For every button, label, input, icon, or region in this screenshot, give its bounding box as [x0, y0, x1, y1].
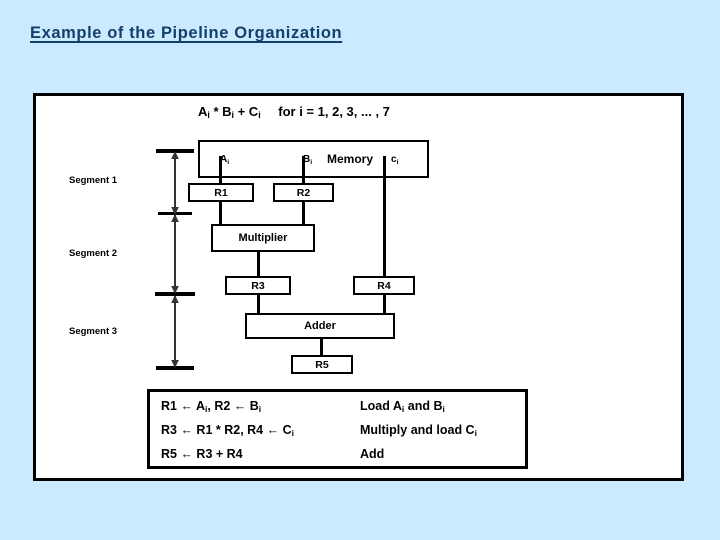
- operation-description-2: Multiply and load Ci: [360, 423, 477, 439]
- wire-memory-c-to-r4: [383, 156, 386, 277]
- wire-memory-b-to-r2: [302, 156, 305, 190]
- operation-transfer-1: R1 ← Ai, R2 ← Bi: [161, 399, 262, 415]
- formula-op-mul: * B: [209, 104, 232, 119]
- formula-expression: Ai * Bi + Ci for i = 1, 2, 3, ... , 7: [198, 104, 390, 121]
- wire-adder-to-r5: [320, 337, 323, 358]
- formula-sub-c: i: [258, 110, 261, 121]
- segment-2-arrowheads: [171, 214, 179, 294]
- formula-term-a: A: [198, 104, 208, 119]
- operations-box: R1 ← Ai, R2 ← Bi Load Ai and Bi R3 ← R1 …: [147, 389, 528, 469]
- segment-label-2: Segment 2: [69, 248, 118, 259]
- operation-transfer-3: R5 ← R3 + R4: [161, 447, 243, 461]
- operation-transfer-2: R3 ← R1 * R2, R4 ← Ci: [161, 423, 294, 439]
- wire-r1-to-multiplier: [219, 200, 222, 238]
- operation-description-1: Load Ai and Bi: [360, 399, 445, 415]
- multiplier-block: Multiplier: [211, 224, 315, 252]
- register-r5: R5: [291, 355, 353, 374]
- multiplier-label: Multiplier: [238, 232, 288, 244]
- figure-inner: Ai * Bi + Ci for i = 1, 2, 3, ... , 7: [36, 96, 687, 484]
- figure-panel: Ai * Bi + Ci for i = 1, 2, 3, ... , 7: [33, 93, 684, 481]
- segment-3-arrowheads: [171, 295, 179, 368]
- register-r2-label: R2: [296, 186, 311, 199]
- segment-3-arrow-shaft: [174, 296, 176, 366]
- segment-1-arrow-shaft: [174, 153, 176, 212]
- operation-description-3: Add: [360, 447, 385, 461]
- register-r4-label: R4: [377, 279, 391, 292]
- adder-block: Adder: [245, 313, 395, 339]
- left-arrow-icon: ←: [233, 399, 247, 413]
- memory-port-a-label: Ai: [220, 154, 230, 166]
- wire-r4-to-adder: [383, 293, 386, 317]
- register-r3-label: R3: [251, 279, 265, 292]
- page-title: Example of the Pipeline Organization: [30, 24, 343, 42]
- formula-sub-a: i: [207, 110, 210, 121]
- adder-label: Adder: [304, 320, 336, 332]
- memory-port-b-label: Bi: [303, 154, 313, 166]
- wire-multiplier-to-r3: [257, 250, 260, 280]
- register-r1-label: R1: [214, 186, 228, 199]
- formula-sub-b: i: [231, 110, 234, 121]
- segment-label-1: Segment 1: [69, 175, 118, 186]
- formula-range: for i = 1, 2, 3, ... , 7: [278, 104, 390, 119]
- memory-block-label: Memory: [327, 152, 374, 166]
- wire-r2-to-multiplier: [302, 200, 305, 238]
- memory-port-c-label: ci: [391, 154, 399, 166]
- left-arrow-icon: ←: [180, 423, 193, 437]
- left-arrow-icon: ←: [180, 447, 193, 461]
- register-r5-label: R5: [315, 358, 329, 371]
- formula-op-add: + C: [233, 104, 259, 119]
- wire-r3-to-adder: [257, 293, 260, 317]
- left-arrow-icon: ←: [180, 399, 193, 413]
- segment-label-3: Segment 3: [69, 326, 118, 337]
- segment-1-arrowheads: [171, 151, 179, 215]
- left-arrow-icon: ←: [266, 423, 280, 437]
- segment-2-arrow-shaft: [174, 215, 176, 292]
- memory-block: Ai Bi Memory ci: [198, 140, 429, 178]
- wire-memory-a-to-r1: [219, 156, 222, 190]
